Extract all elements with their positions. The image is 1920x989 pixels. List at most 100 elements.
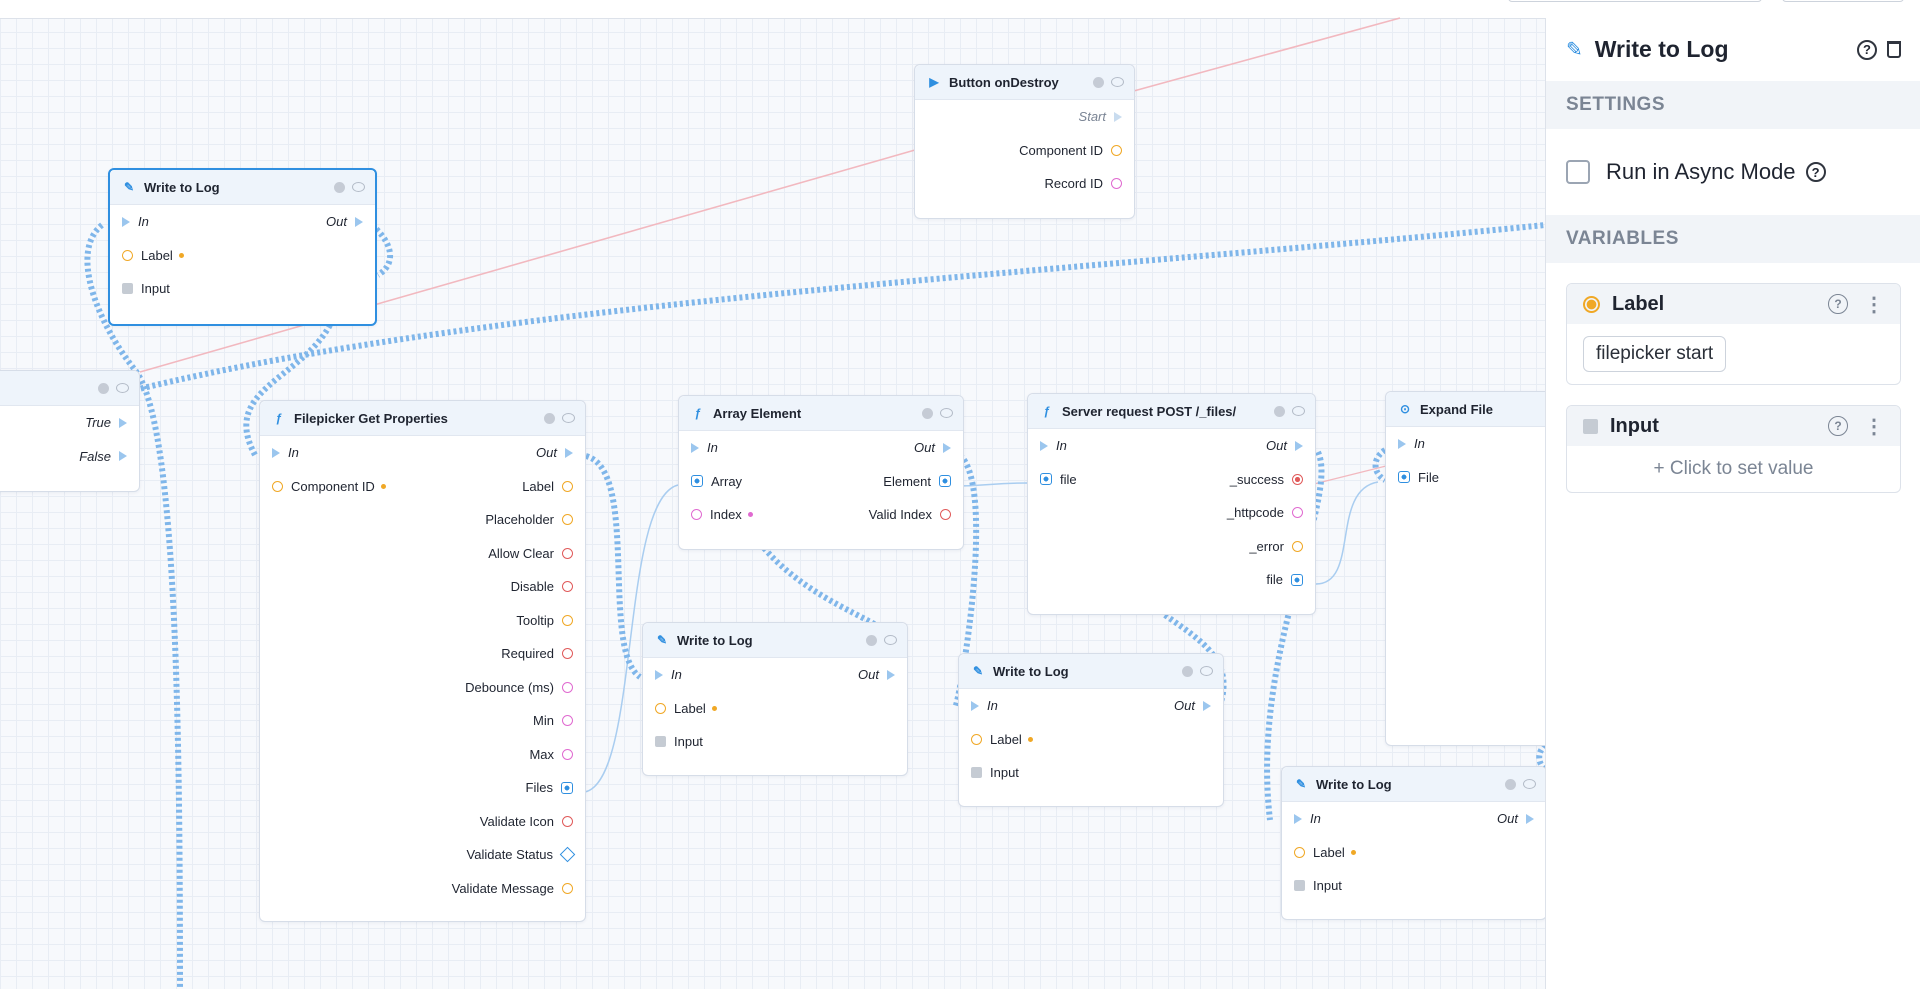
output-port[interactable] <box>562 748 573 760</box>
label-port[interactable] <box>1294 846 1305 858</box>
flow-out-port[interactable] <box>1295 440 1303 451</box>
output-port[interactable] <box>562 614 573 626</box>
comment-icon[interactable] <box>940 408 953 418</box>
output-port[interactable] <box>562 514 573 526</box>
flow-in-port[interactable] <box>971 700 979 711</box>
comment-icon[interactable] <box>1111 77 1124 87</box>
component-id-port[interactable] <box>272 480 283 492</box>
toolbar-control[interactable] <box>1782 0 1904 2</box>
button-ondestroy-node[interactable]: ▶ Button onDestroy Start Component ID Re… <box>914 64 1135 219</box>
valid-index-port[interactable] <box>940 509 951 521</box>
label-port[interactable] <box>122 249 133 261</box>
output-port[interactable] <box>562 581 573 593</box>
help-icon[interactable] <box>98 382 109 394</box>
input-port[interactable] <box>655 736 666 748</box>
comment-icon[interactable] <box>562 413 575 423</box>
output-port[interactable] <box>559 846 576 863</box>
more-options-icon[interactable]: ⋮ <box>1864 293 1884 316</box>
label-port[interactable] <box>971 733 982 745</box>
node-header[interactable]: ƒ Server request POST /_files/ <box>1028 394 1315 429</box>
component-id-port[interactable] <box>1111 144 1122 156</box>
help-icon[interactable]: ? <box>1857 39 1877 60</box>
comment-icon[interactable] <box>1523 779 1536 789</box>
flow-out-port[interactable] <box>943 442 951 453</box>
node-header[interactable]: ⊙ Expand File <box>1386 392 1566 427</box>
node-header[interactable]: ✎ Write to Log <box>1282 767 1546 802</box>
output-port[interactable] <box>561 781 573 794</box>
help-icon[interactable] <box>1093 76 1104 88</box>
async-mode-setting[interactable]: Run in Async Mode ? <box>1546 129 1920 215</box>
flow-out-port[interactable] <box>1526 813 1534 824</box>
httpcode-port[interactable] <box>1292 507 1303 519</box>
index-port[interactable] <box>691 509 702 521</box>
true-out-port[interactable] <box>119 417 127 428</box>
output-port[interactable] <box>562 648 573 660</box>
flow-in-port[interactable] <box>691 442 699 453</box>
output-port[interactable] <box>562 547 573 559</box>
variable-value-chip[interactable]: filepicker start <box>1583 336 1727 372</box>
flow-out-port[interactable] <box>887 669 895 680</box>
flow-out-port[interactable] <box>1203 700 1211 711</box>
node-header[interactable]: ✎ Write to Log <box>959 654 1223 689</box>
set-value-button[interactable]: + Click to set value <box>1653 458 1814 479</box>
file-in-port[interactable] <box>1040 473 1052 486</box>
flow-out-port[interactable] <box>1114 111 1122 122</box>
toolbar-control[interactable] <box>1508 0 1762 2</box>
label-port[interactable] <box>655 702 666 714</box>
help-icon[interactable] <box>1505 778 1516 790</box>
node-header[interactable]: ƒ Filepicker Get Properties <box>260 401 585 436</box>
comment-icon[interactable] <box>1292 406 1305 416</box>
help-icon[interactable] <box>1274 405 1285 417</box>
node-header[interactable]: ✎ Write to Log <box>110 170 375 205</box>
help-icon[interactable] <box>1182 665 1193 677</box>
more-options-icon[interactable]: ⋮ <box>1864 415 1884 438</box>
help-icon[interactable]: ? <box>1828 294 1848 314</box>
flow-out-port[interactable] <box>565 447 573 458</box>
async-mode-checkbox[interactable] <box>1566 160 1590 184</box>
help-icon[interactable]: ? <box>1805 162 1826 182</box>
node-header[interactable]: ƒ Array Element <box>679 396 963 431</box>
trash-icon[interactable] <box>1887 41 1901 58</box>
record-id-port[interactable] <box>1111 178 1122 190</box>
help-icon[interactable] <box>922 407 933 419</box>
error-port[interactable] <box>1292 540 1303 552</box>
comment-icon[interactable] <box>1200 666 1213 676</box>
expand-file-node[interactable]: ⊙ Expand File In File <box>1385 391 1567 746</box>
node-header[interactable]: ✎ Write to Log <box>643 623 907 658</box>
flow-in-port[interactable] <box>122 216 130 227</box>
condition-node[interactable]: True False <box>0 370 140 492</box>
file-in-port[interactable] <box>1398 471 1410 484</box>
help-icon[interactable]: ? <box>1828 416 1848 436</box>
flow-in-port[interactable] <box>272 447 280 458</box>
input-port[interactable] <box>1294 880 1305 892</box>
help-icon[interactable] <box>866 634 877 646</box>
output-port[interactable] <box>562 882 573 894</box>
input-port[interactable] <box>122 283 133 295</box>
input-port[interactable] <box>971 767 982 779</box>
output-port[interactable] <box>562 681 573 693</box>
comment-icon[interactable] <box>884 635 897 645</box>
flow-in-port[interactable] <box>1294 813 1302 824</box>
false-out-port[interactable] <box>119 451 127 462</box>
output-port[interactable] <box>562 480 573 492</box>
element-port[interactable] <box>939 475 951 488</box>
help-icon[interactable] <box>544 412 555 424</box>
node-header[interactable]: ▶ Button onDestroy <box>915 65 1134 100</box>
array-port[interactable] <box>691 475 703 488</box>
file-out-port[interactable] <box>1291 573 1303 586</box>
flow-in-port[interactable] <box>655 669 663 680</box>
flow-out-port[interactable] <box>355 216 363 227</box>
flow-in-port[interactable] <box>1040 440 1048 451</box>
comment-icon[interactable] <box>116 383 129 393</box>
help-icon[interactable] <box>334 181 345 193</box>
flow-in-port[interactable] <box>1398 438 1406 449</box>
output-port[interactable] <box>562 815 573 827</box>
node-header[interactable] <box>0 371 139 406</box>
